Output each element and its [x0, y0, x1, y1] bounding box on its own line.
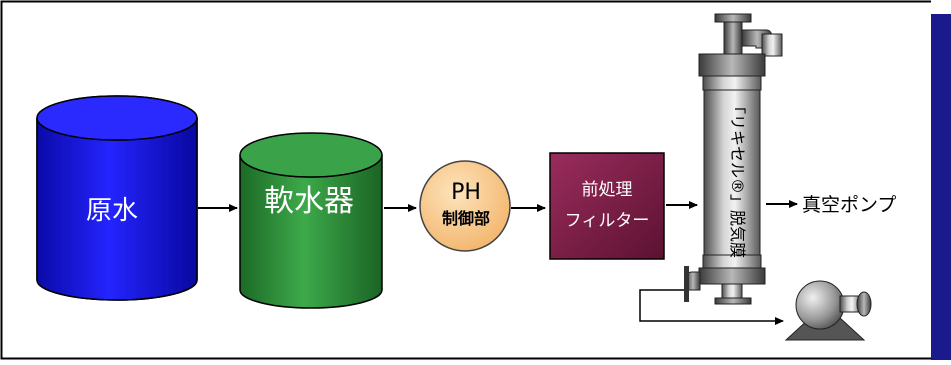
prefilter-box: 前処理 フィルター: [549, 152, 665, 260]
side-band: [931, 14, 951, 360]
prefilter-label-2: フィルター: [565, 211, 650, 231]
pump-icon: [784, 280, 872, 341]
softener-label: 軟水器: [264, 184, 354, 219]
ph-control-node: PH 制御部: [419, 160, 511, 252]
degassing-membrane-module: 「リキセル®」脱気膜: [684, 13, 783, 305]
softener-tank: 軟水器: [239, 132, 383, 309]
raw-water-label: 原水: [86, 196, 138, 226]
prefilter-label-1: 前処理: [582, 180, 633, 200]
ph-control-label: 制御部: [442, 209, 490, 228]
raw-water-tank: 原水: [36, 95, 198, 301]
circulation-line: [639, 289, 784, 325]
side-band-gap: [931, 0, 951, 14]
vacuum-pump-label: 真空ポンプ: [802, 194, 896, 216]
membrane-label: 「リキセル®」脱気膜: [728, 98, 747, 258]
ph-label: PH: [451, 180, 481, 205]
